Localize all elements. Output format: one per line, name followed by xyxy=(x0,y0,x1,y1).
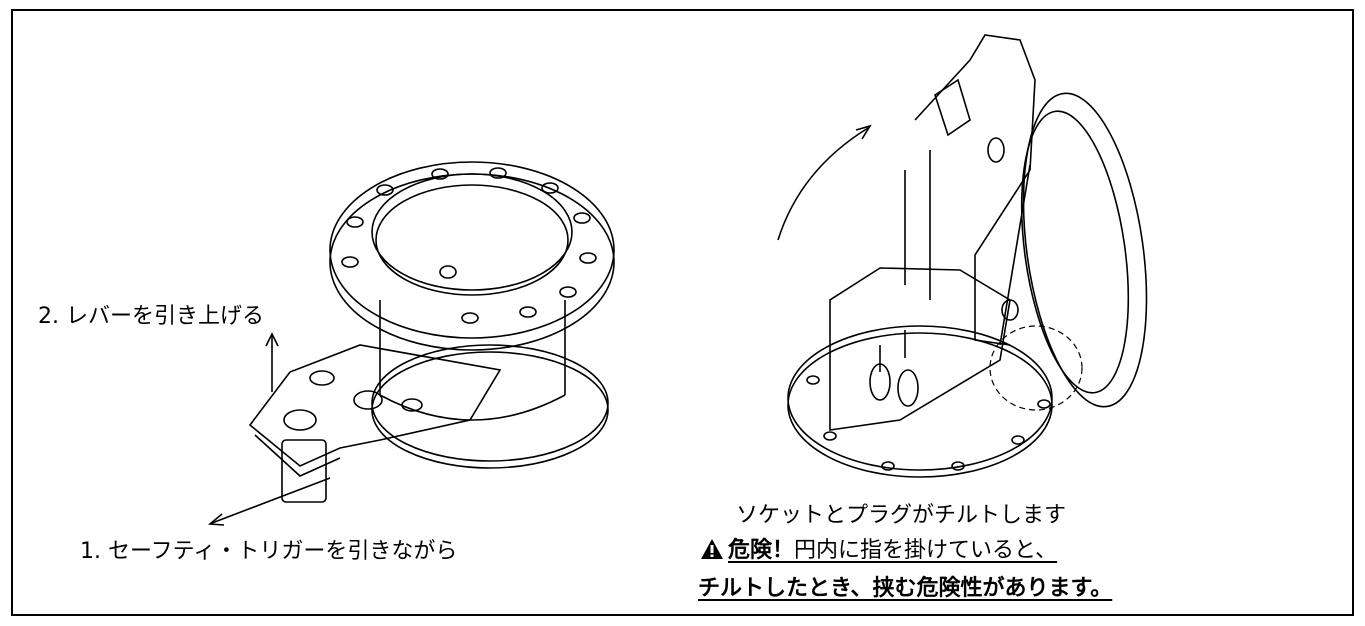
left-lever xyxy=(248,344,502,503)
right-tilted-flange xyxy=(1020,92,1148,408)
drawing-frame xyxy=(11,9,1354,616)
warning-triangle-icon xyxy=(701,539,723,559)
warning-line-1-text: 円内に指を掛けていると、 xyxy=(794,538,1058,563)
warning-line-2-text-b: があります。 xyxy=(982,576,1113,601)
warning-line-1: 危険！円内に指を掛けていると、 xyxy=(700,538,1057,562)
warning-risk-word: 危険性 xyxy=(916,576,983,601)
warning-line-2: チルトしたとき、挟む危険性があります。 xyxy=(698,578,1112,600)
pinch-point-circle xyxy=(989,325,1083,411)
warning-danger-word: 危険！ xyxy=(728,538,795,563)
left-arrows xyxy=(207,332,331,526)
warning-line-2-text-a: チルトしたとき、挟む xyxy=(698,576,917,601)
step-2-label: 2. レバーを引き上げる xyxy=(38,304,264,329)
tilt-note: ソケットとプラグがチルトします xyxy=(736,503,1067,528)
right-tilt-arrow xyxy=(777,124,872,241)
left-body xyxy=(379,300,566,421)
right-base-flange xyxy=(787,325,1053,478)
left-top-flange xyxy=(329,161,615,351)
step-1-label: 1. セーフティ・トリガーを引きながら xyxy=(80,539,458,564)
right-body xyxy=(829,34,1036,431)
left-base-flange xyxy=(371,344,609,469)
